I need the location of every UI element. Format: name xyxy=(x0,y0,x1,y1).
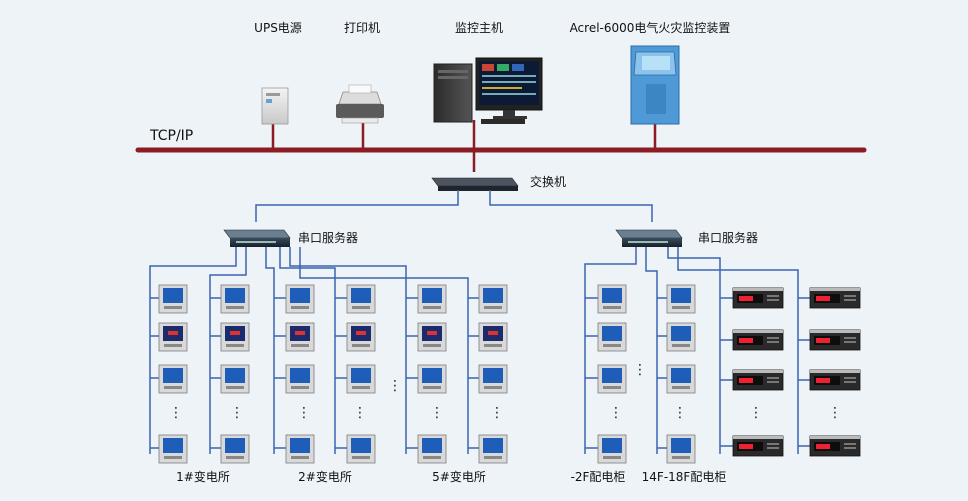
serial-server-right-icon xyxy=(615,229,683,247)
left-bus-wiring xyxy=(149,247,479,454)
ellipsis: ⋮ xyxy=(633,362,647,378)
meter-icon xyxy=(158,364,188,394)
ellipsis: ⋮ xyxy=(388,378,402,394)
meter-icon xyxy=(666,284,696,314)
panel-meter-icon xyxy=(809,329,861,351)
group-label: 1#变电所 xyxy=(176,469,230,484)
ellipsis: ⋮ xyxy=(353,405,367,421)
panel-meter-icon xyxy=(809,287,861,309)
panel-meter-icon xyxy=(732,287,784,309)
meter-icon xyxy=(666,364,696,394)
panel-meter-icon xyxy=(732,435,784,457)
group-label: 14F-18F配电柜 xyxy=(642,470,727,484)
meter-icon xyxy=(417,434,447,464)
meter-icon xyxy=(478,284,508,314)
ellipsis: ⋮ xyxy=(490,405,504,421)
meter-icon xyxy=(666,434,696,464)
host-label: 监控主机 xyxy=(455,21,503,35)
meter-icon xyxy=(285,322,315,352)
ellipsis: ⋮ xyxy=(609,405,623,421)
fire-device-label: Acrel-6000电气火灾监控装置 xyxy=(570,20,731,35)
meter-icon xyxy=(666,322,696,352)
meter-icon xyxy=(220,364,250,394)
meter-icon xyxy=(220,434,250,464)
right-bus-wiring xyxy=(584,247,810,454)
meter-icon xyxy=(478,434,508,464)
meter-icon xyxy=(417,322,447,352)
meter-icon xyxy=(285,284,315,314)
meter-icon xyxy=(220,322,250,352)
ellipsis: ⋮ xyxy=(230,405,244,421)
printer-icon xyxy=(336,84,384,124)
meter-array xyxy=(158,284,861,464)
ellipsis-marks: ⋮ ⋮ ⋮ ⋮ ⋮ ⋮ ⋮ ⋮ ⋮ ⋮ ⋮ ⋮ xyxy=(169,362,842,421)
bus-label: TCP/IP xyxy=(149,128,193,144)
meter-icon xyxy=(597,322,627,352)
meter-icon xyxy=(158,434,188,464)
ellipsis: ⋮ xyxy=(297,405,311,421)
panel-meter-icon xyxy=(732,329,784,351)
ellipsis: ⋮ xyxy=(169,405,183,421)
serial-server-right-label: 串口服务器 xyxy=(698,230,758,245)
meter-icon xyxy=(285,434,315,464)
computer-icon xyxy=(433,57,543,124)
ellipsis: ⋮ xyxy=(430,405,444,421)
meter-icon xyxy=(346,284,376,314)
switch-icon xyxy=(431,177,519,191)
meter-icon xyxy=(158,284,188,314)
meter-icon xyxy=(220,284,250,314)
cabinet-icon xyxy=(630,45,680,125)
switch-label: 交换机 xyxy=(530,174,566,189)
ups-label: UPS电源 xyxy=(254,21,302,35)
group-label: 5#变电所 xyxy=(432,469,486,484)
panel-meter-icon xyxy=(809,369,861,391)
meter-icon xyxy=(417,364,447,394)
panel-meter-icon xyxy=(809,435,861,457)
ellipsis: ⋮ xyxy=(673,405,687,421)
meter-icon xyxy=(478,322,508,352)
serial-server-left-icon xyxy=(223,229,291,247)
printer-label: 打印机 xyxy=(344,21,380,35)
meter-icon xyxy=(417,284,447,314)
group-label: -2F配电柜 xyxy=(571,470,626,484)
meter-icon xyxy=(597,434,627,464)
ellipsis: ⋮ xyxy=(749,405,763,421)
meter-icon xyxy=(346,364,376,394)
group-label: 2#变电所 xyxy=(298,469,352,484)
ellipsis: ⋮ xyxy=(828,405,842,421)
meter-icon xyxy=(285,364,315,394)
serial-server-left-label: 串口服务器 xyxy=(298,230,358,245)
panel-meter-icon xyxy=(732,369,784,391)
meter-icon xyxy=(158,322,188,352)
meter-icon xyxy=(346,322,376,352)
meter-icon xyxy=(597,364,627,394)
ups-icon xyxy=(261,87,289,125)
meter-icon xyxy=(478,364,508,394)
meter-icon xyxy=(597,284,627,314)
meter-icon xyxy=(346,434,376,464)
